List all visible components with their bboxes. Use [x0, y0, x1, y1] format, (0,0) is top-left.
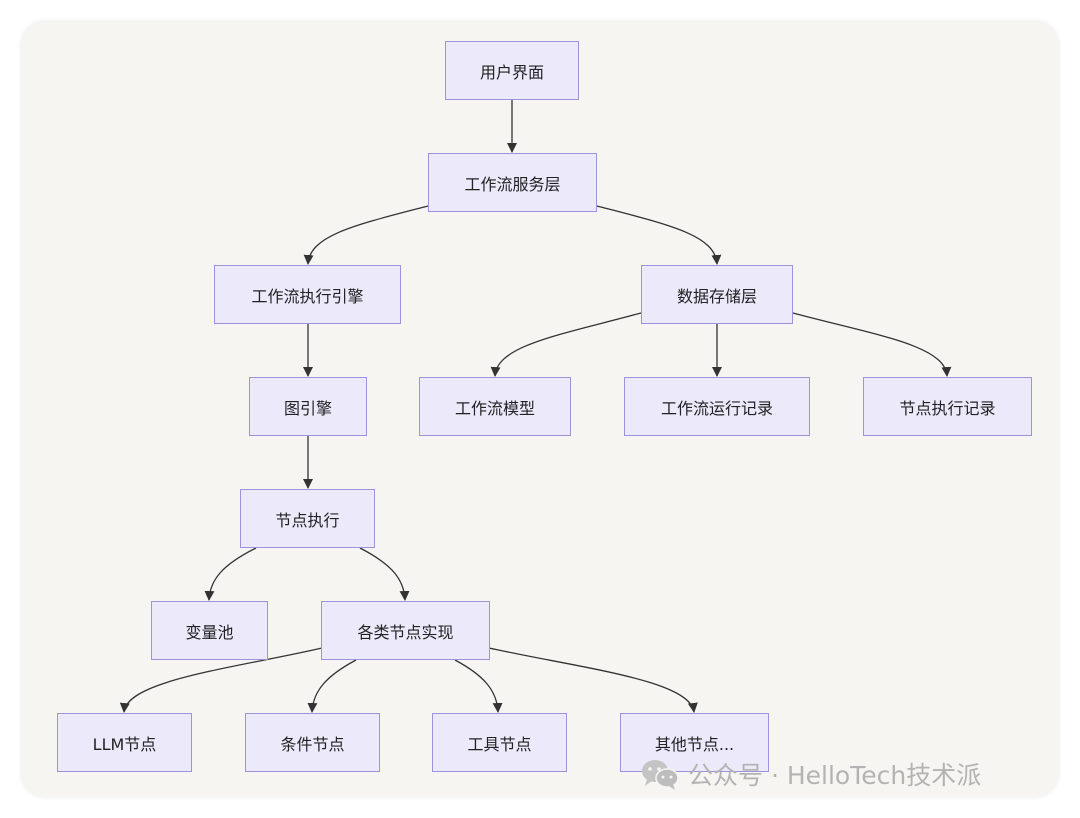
node-label: 各类节点实现: [357, 622, 454, 642]
edge-node-impls-to-other-node: [488, 647, 698, 713]
edge-node-exec-to-variable-pool: [204, 547, 257, 601]
node-label: 节点执行记录: [899, 398, 996, 418]
node-label: 工作流模型: [454, 398, 535, 418]
node-llm-node: LLM节点: [57, 713, 192, 772]
edge-data-storage-to-workflow-model: [490, 312, 642, 377]
node-workflow-run-record: 工作流运行记录: [624, 377, 810, 436]
node-node-impls: 各类节点实现: [321, 601, 490, 660]
node-other-node: 其他节点...: [620, 713, 769, 772]
edge-node-impls-to-tool-node: [454, 659, 503, 713]
node-label: 变量池: [185, 622, 234, 642]
edge-workflow-service-to-data-storage: [596, 205, 722, 265]
node-label: 条件节点: [280, 734, 345, 754]
node-label: 其他节点...: [654, 734, 735, 754]
node-label: 工作流运行记录: [660, 398, 773, 418]
watermark-text: 公众号 · HelloTech技术派: [688, 761, 982, 790]
edge-node-impls-to-condition-node: [307, 659, 357, 713]
node-label: 工作流执行引擎: [251, 286, 364, 306]
wechat-icon: [642, 760, 679, 790]
node-condition-node: 条件节点: [245, 713, 380, 772]
node-label: 数据存储层: [676, 286, 757, 306]
node-node-exec: 节点执行: [240, 489, 375, 548]
edge-workflow-service-to-workflow-engine: [303, 205, 429, 265]
node-user-ui: 用户界面: [445, 41, 579, 100]
node-label: 工具节点: [467, 734, 532, 754]
node-workflow-engine: 工作流执行引擎: [214, 265, 401, 324]
node-graph-engine: 图引擎: [249, 377, 367, 436]
node-label: LLM节点: [92, 734, 157, 754]
node-label: 用户界面: [479, 62, 544, 82]
node-node-exec-record: 节点执行记录: [863, 377, 1032, 436]
edge-node-impls-to-llm-node: [119, 647, 323, 713]
node-label: 工作流服务层: [464, 174, 561, 194]
node-variable-pool: 变量池: [151, 601, 268, 660]
watermark: 公众号 · HelloTech技术派: [640, 754, 981, 794]
node-label: 节点执行: [275, 510, 340, 530]
node-label: 图引擎: [283, 398, 332, 418]
node-workflow-service: 工作流服务层: [428, 153, 597, 212]
edge-data-storage-to-node-exec-record: [792, 312, 952, 377]
node-workflow-model: 工作流模型: [419, 377, 571, 436]
node-data-storage: 数据存储层: [641, 265, 793, 324]
node-tool-node: 工具节点: [432, 713, 567, 772]
edge-node-exec-to-node-impls: [359, 547, 410, 601]
